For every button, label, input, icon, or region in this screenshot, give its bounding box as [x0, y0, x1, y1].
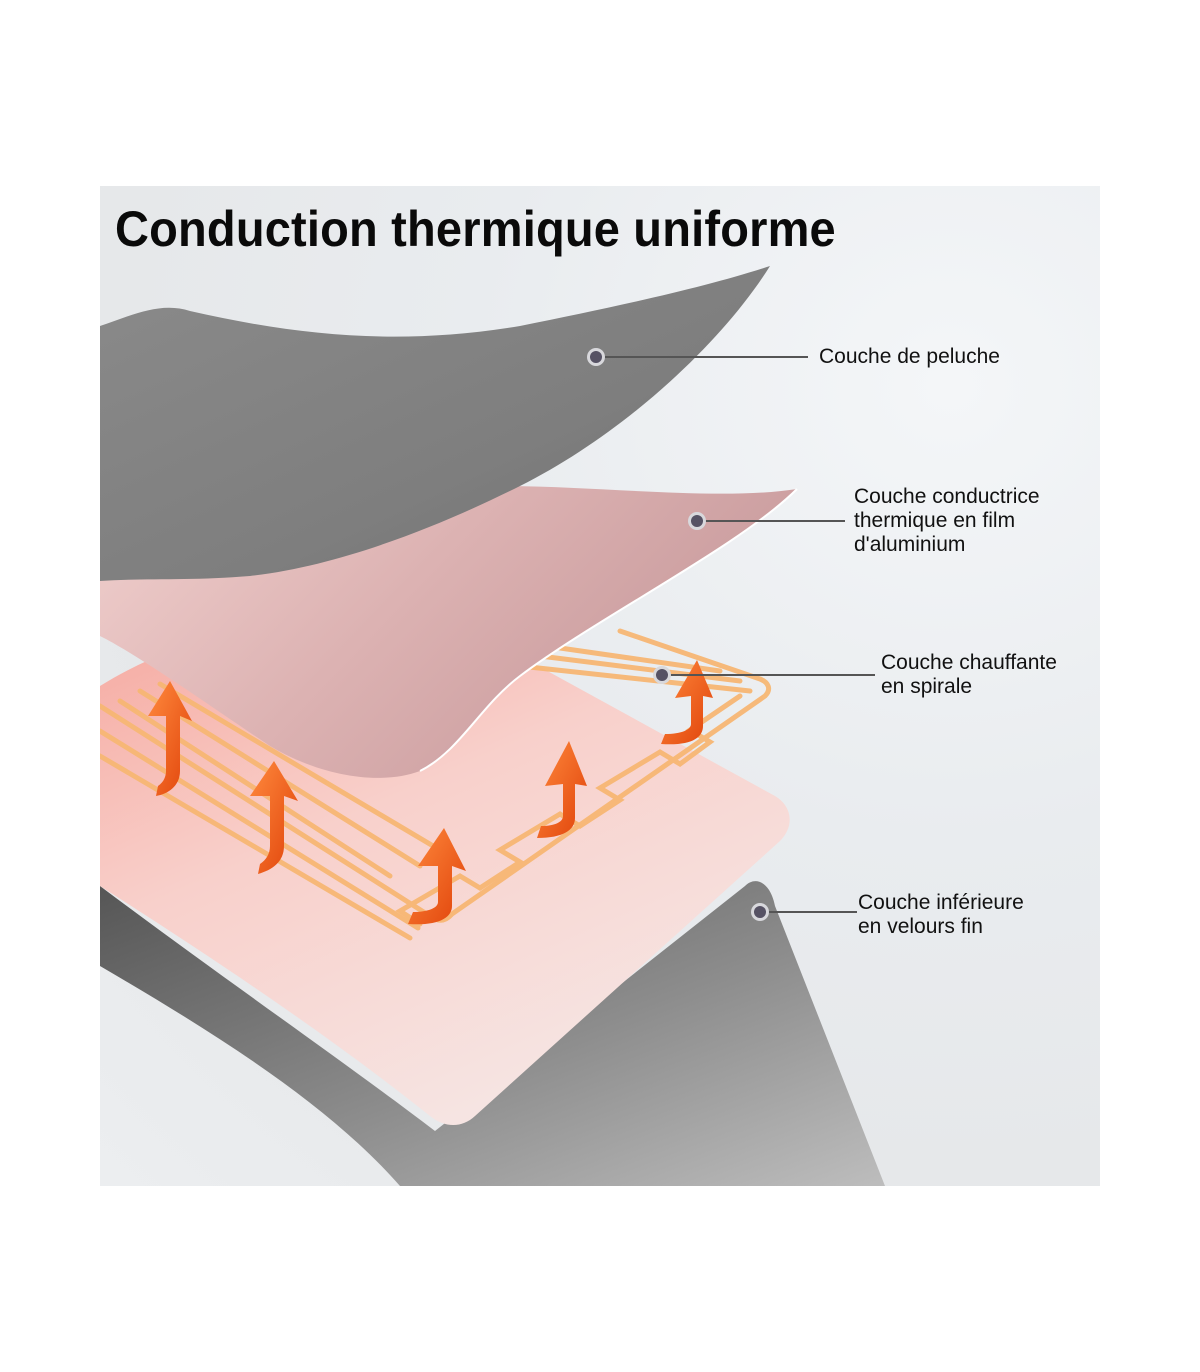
layer-illustration [100, 266, 885, 1186]
page-title: Conduction thermique uniforme [115, 201, 836, 257]
heat-arrow-icon [661, 660, 713, 745]
heat-arrows [148, 660, 713, 925]
label-heating-layer: Couche chauffante en spirale [881, 651, 1057, 698]
heat-arrow-icon [408, 828, 466, 925]
bottom-velvet-layer [100, 881, 885, 1186]
label-bottom-layer: Couche inférieure en velours fin [858, 891, 1024, 938]
label-foil-layer: Couche conductrice thermique en film d'a… [854, 485, 1040, 556]
product-infographic: Conduction thermique uniforme Couche de … [100, 186, 1100, 1186]
heat-arrow-icon [250, 761, 298, 874]
label-plush-layer: Couche de peluche [819, 345, 1000, 368]
heat-arrow-icon [148, 681, 192, 796]
plush-layer [100, 266, 770, 581]
heat-arrow-icon [537, 741, 587, 838]
callouts [587, 348, 875, 921]
